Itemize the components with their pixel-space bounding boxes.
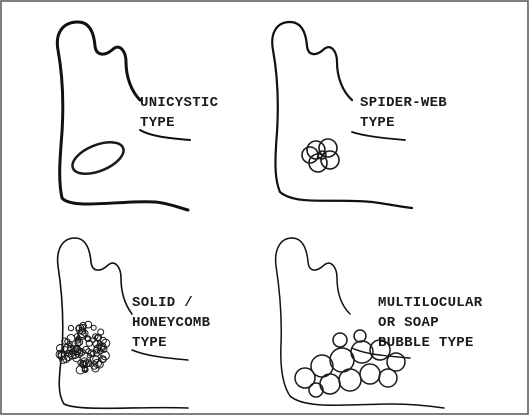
- label-line: UNICYSTIC: [140, 95, 219, 111]
- label-line: BUBBLE TYPE: [378, 335, 474, 351]
- label-line: TYPE: [140, 115, 175, 131]
- label-line: SPIDER-WEB: [360, 95, 447, 111]
- label-line: HONEYCOMB: [132, 315, 211, 331]
- label-line: OR SOAP: [378, 315, 439, 331]
- label-line: TYPE: [360, 115, 395, 131]
- label-line: TYPE: [132, 335, 167, 351]
- label-line: MULTILOCULAR: [378, 295, 483, 311]
- label-line: SOLID /: [132, 295, 193, 311]
